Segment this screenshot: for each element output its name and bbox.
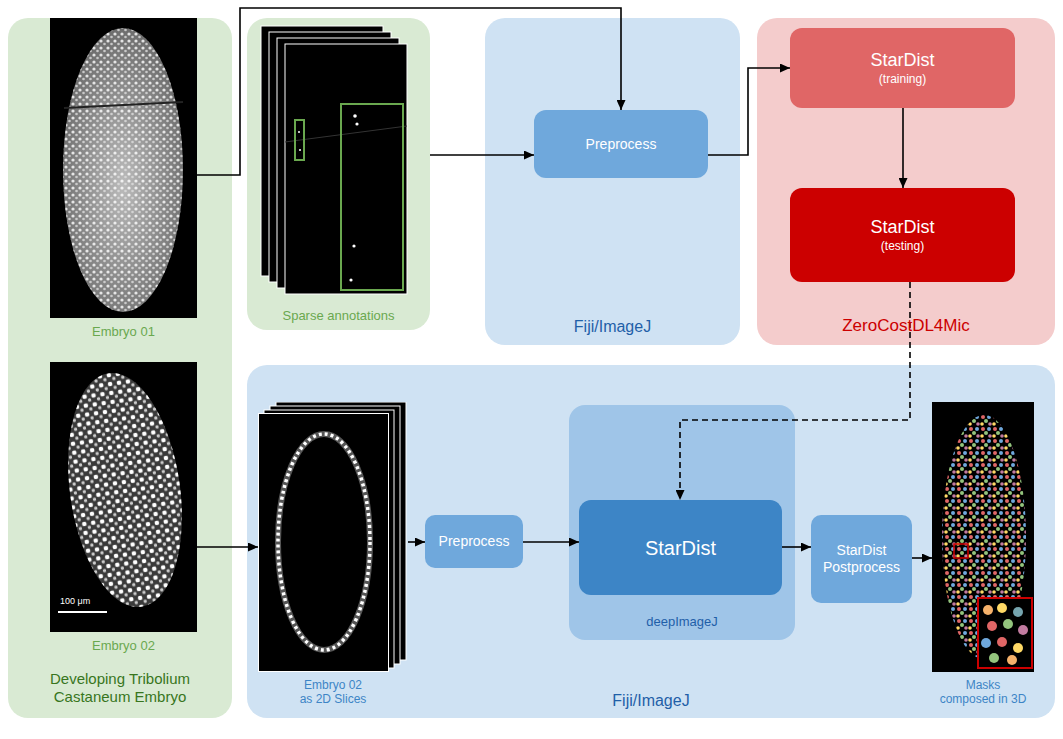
box-label: (training)	[879, 72, 926, 86]
mask-image: Masks composed in 3D	[932, 402, 1034, 672]
process-box: StarDist(training)	[790, 28, 1015, 108]
caption-label: Fiji/ImageJ	[612, 691, 689, 710]
caption-label: deepImageJ	[646, 614, 718, 630]
tool-panel: Fiji/ImageJ Embryo 02 as 2D Slices Prepro…	[247, 365, 1055, 718]
group-panel: Developing Tribolium Castaneum Embryo Em…	[8, 18, 232, 718]
process-box: StarDist(testing)	[790, 188, 1015, 282]
caption-label: ZeroCostDL4Mic	[842, 316, 970, 336]
process-box: Preprocess	[534, 110, 708, 178]
caption-label: Fiji/ImageJ	[574, 317, 651, 336]
model-box: StarDist	[579, 500, 782, 595]
slice-stack	[258, 402, 408, 672]
box-label: StarDist	[870, 50, 934, 72]
tool-panel: ZeroCostDL4MicStarDist(training)StarDist…	[757, 18, 1055, 345]
plugin-panel: deepImageJ StarDist	[569, 405, 795, 640]
embryo-image	[50, 18, 197, 318]
caption-label: Embryo 02 as 2D Slices	[297, 678, 369, 707]
embryo-image	[50, 362, 197, 632]
box-label: StarDist	[645, 536, 716, 560]
process-box: Preprocess	[425, 515, 523, 568]
scale-label: 100 μm	[60, 596, 90, 607]
caption-label: Embryo 02	[92, 638, 155, 654]
embryo-image: Embryo 01	[50, 18, 197, 318]
slice-stack: Embryo 02 as 2D Slices	[258, 402, 408, 672]
process-box: StarDist Postprocess	[811, 515, 912, 603]
caption-label: Sparse annotations	[282, 308, 394, 324]
box-label: Preprocess	[439, 533, 510, 550]
caption-label: Developing Tribolium Castaneum Embryo	[25, 670, 215, 706]
caption-label: Embryo 01	[92, 324, 155, 340]
box-label: StarDist Postprocess	[817, 542, 906, 576]
box-label: Preprocess	[586, 136, 657, 153]
caption-label: Masks composed in 3D	[938, 678, 1028, 707]
embryo-image: Embryo 02	[50, 362, 197, 632]
mask-image	[932, 402, 1034, 672]
box-label: (testing)	[881, 239, 924, 253]
annotation-panel: Sparse annotations	[247, 18, 430, 330]
box-label: StarDist	[870, 217, 934, 239]
tool-panel: Fiji/ImageJ Preprocess	[485, 18, 740, 345]
annotation-stack	[255, 24, 415, 304]
